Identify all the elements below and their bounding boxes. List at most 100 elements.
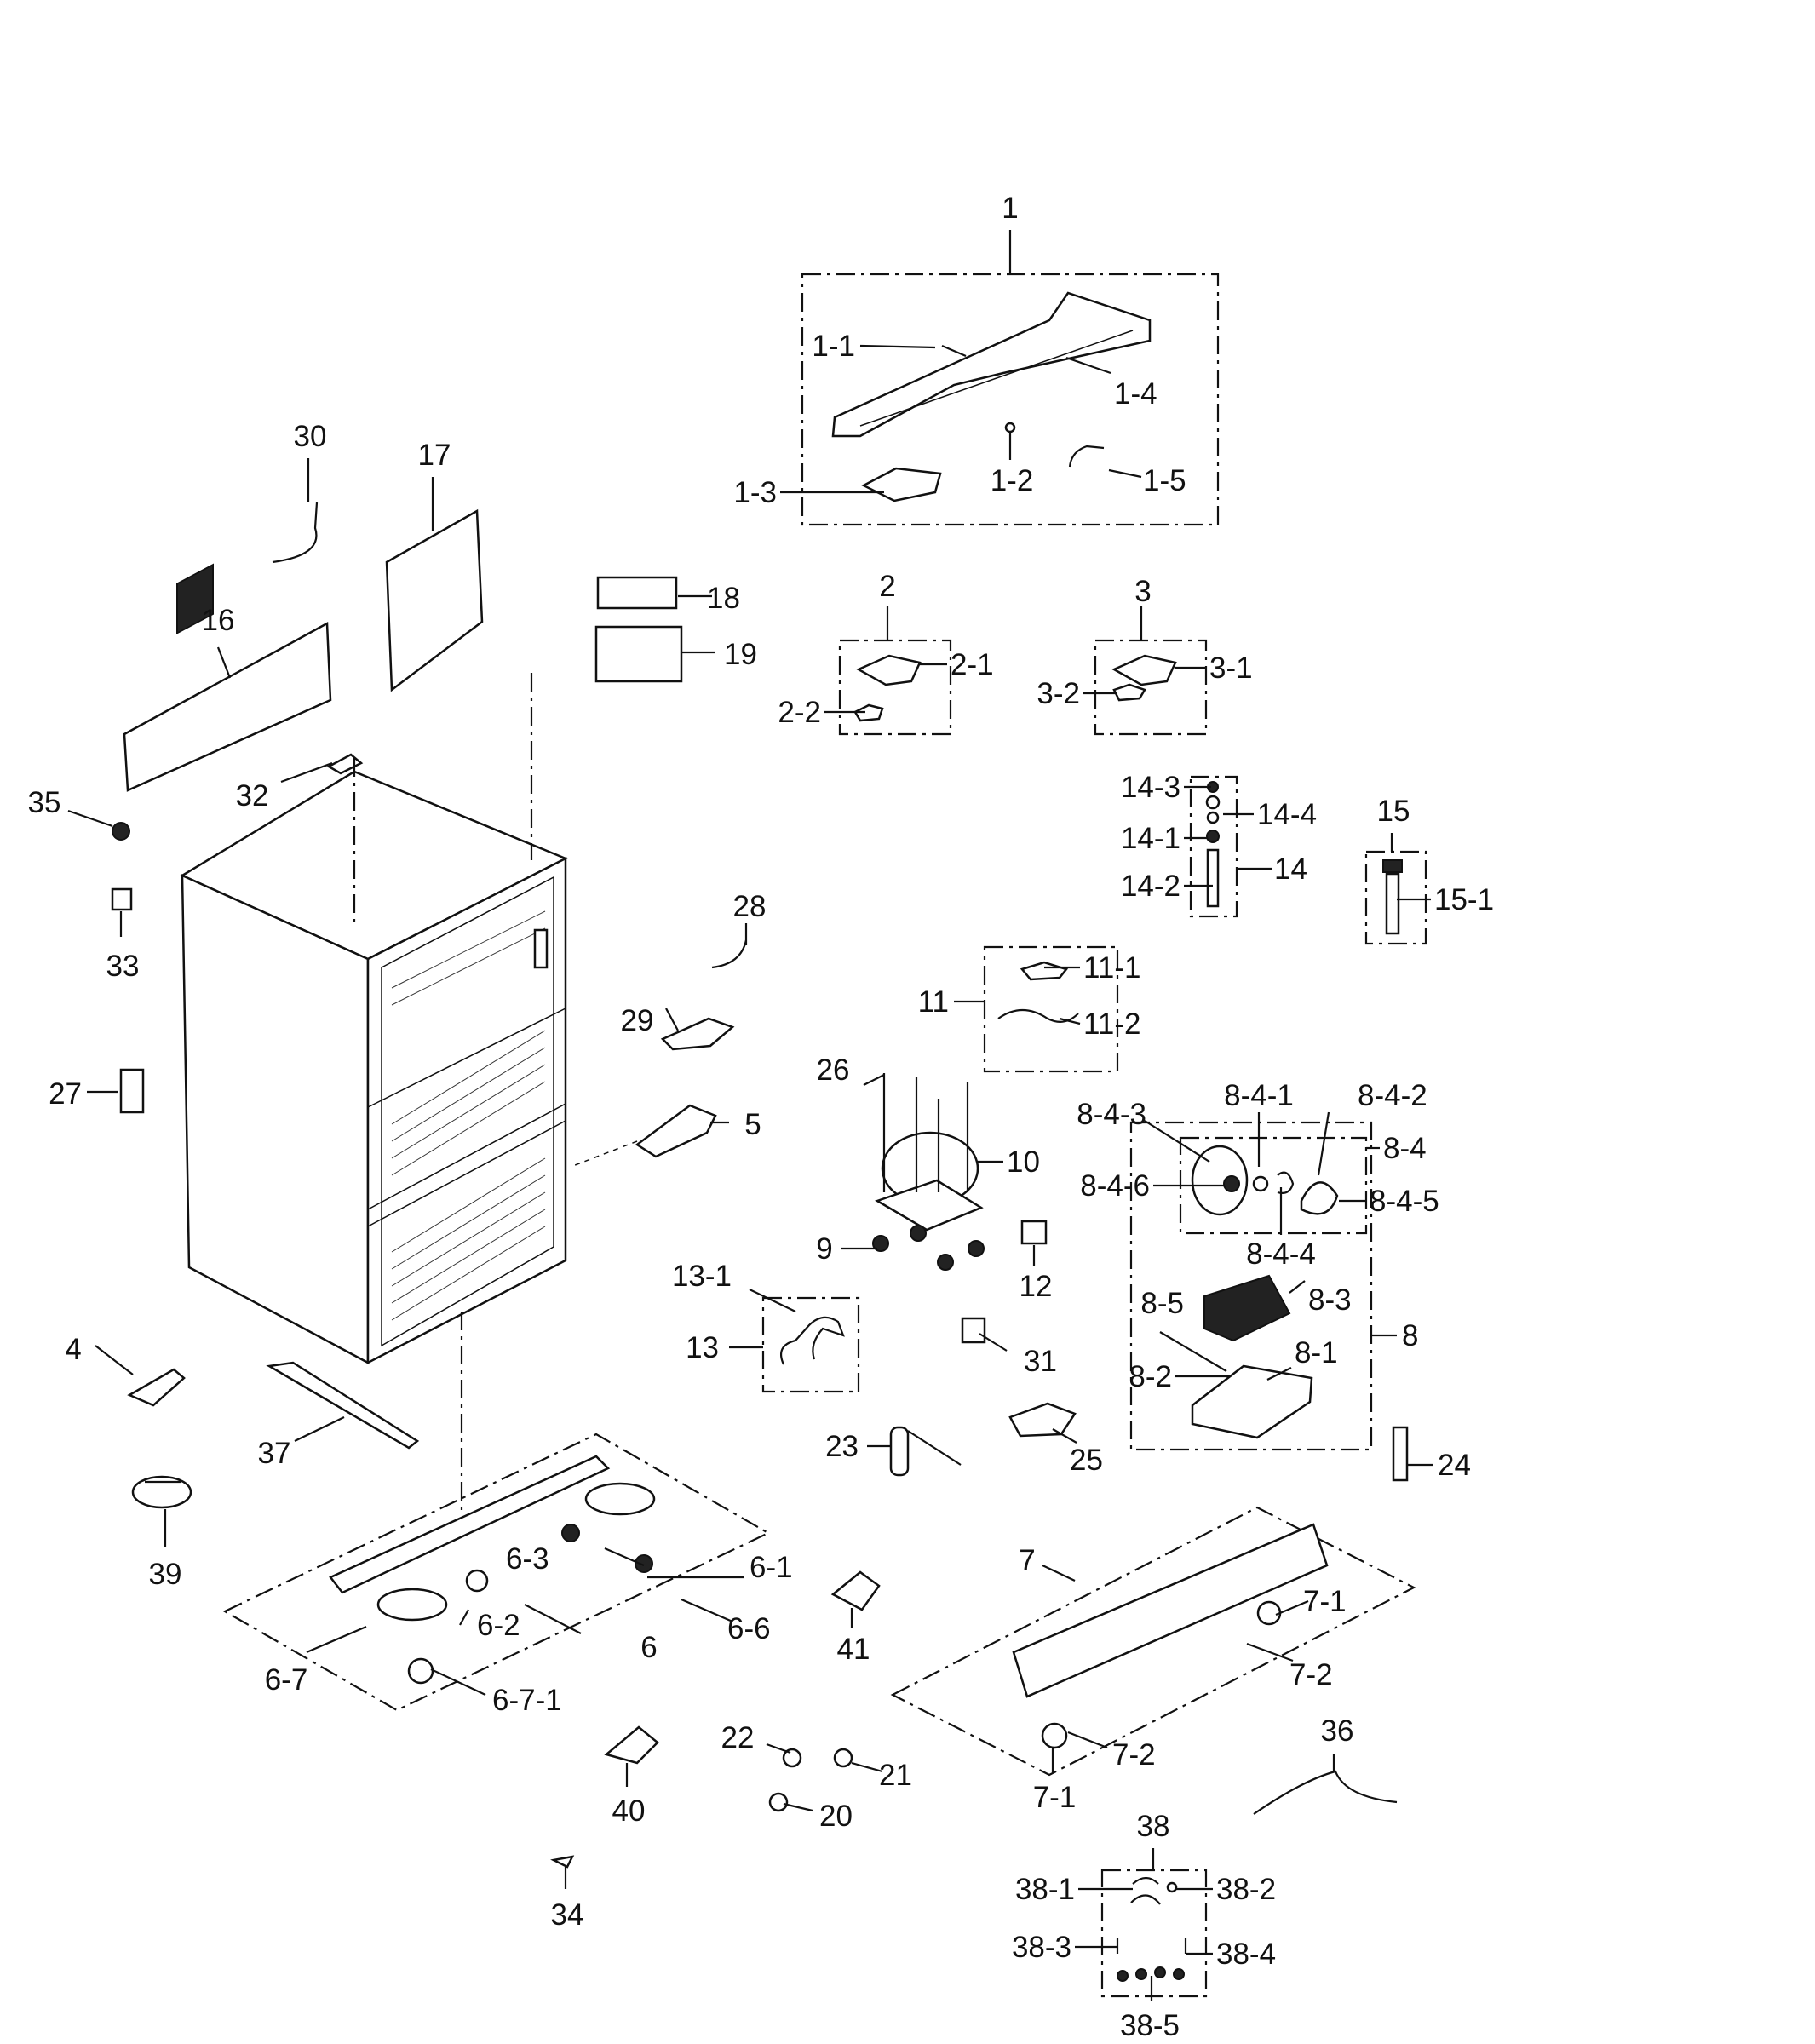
label-14-2: 14-2 [1121, 870, 1180, 903]
part-35-cap [112, 822, 130, 841]
label-14: 14 [1274, 853, 1307, 886]
label-8-5: 8-5 [1140, 1287, 1184, 1320]
label-6-2: 6-2 [477, 1609, 520, 1642]
label-28: 28 [733, 890, 767, 923]
label-6: 6 [640, 1631, 657, 1664]
label-14-3: 14-3 [1121, 771, 1180, 804]
label-1-1: 1-1 [812, 330, 855, 363]
label-8-3: 8-3 [1308, 1283, 1352, 1317]
part-23-filter [889, 1426, 962, 1477]
label-8-4-4: 8-4-4 [1246, 1237, 1316, 1271]
label-2-1: 2-1 [951, 648, 994, 681]
label-41: 41 [837, 1633, 870, 1666]
label-6-6: 6-6 [727, 1612, 771, 1645]
label-35: 35 [28, 786, 61, 819]
group-box-7 [890, 1506, 1416, 1777]
label-4: 4 [65, 1333, 81, 1366]
part-40-bracket [604, 1725, 659, 1765]
label-8-2: 8-2 [1129, 1360, 1172, 1393]
label-1-4: 1-4 [1114, 377, 1157, 411]
part-4-bracket [127, 1368, 186, 1407]
label-3-1: 3-1 [1209, 652, 1253, 685]
part-24-tube [1392, 1426, 1409, 1482]
part-13-drain-hose [780, 1316, 845, 1365]
group-box-3 [1094, 639, 1208, 736]
part-labels: 1 1-1 1-4 1-2 1-5 1-3 2 2-1 2-2 3 3-1 3-… [28, 192, 1495, 2042]
label-13: 13 [686, 1331, 719, 1364]
label-23: 23 [825, 1430, 859, 1463]
label-32: 32 [236, 779, 269, 812]
part-1-5-wire [1068, 445, 1105, 468]
label-10: 10 [1007, 1145, 1040, 1179]
label-11-2: 11-2 [1083, 1008, 1140, 1041]
label-21: 21 [879, 1759, 912, 1792]
label-26: 26 [817, 1054, 850, 1087]
label-2-2: 2-2 [778, 696, 821, 729]
part-2-2-hinge-small [853, 703, 884, 722]
label-8-1: 8-1 [1295, 1336, 1338, 1369]
label-22: 22 [721, 1721, 755, 1754]
label-1-3: 1-3 [733, 476, 777, 509]
part-27-bracket [119, 1068, 145, 1114]
part-16-back-cover [123, 563, 332, 792]
part-2-1-hinge [856, 654, 922, 686]
label-33: 33 [106, 950, 140, 983]
label-13-1: 13-1 [672, 1260, 732, 1293]
group-box-2 [838, 639, 952, 736]
label-38-2: 38-2 [1216, 1873, 1276, 1906]
label-5: 5 [744, 1108, 761, 1141]
part-10-compressor [872, 1073, 985, 1271]
part-8-1-tray [1191, 1364, 1313, 1439]
part-30-wire [272, 502, 319, 564]
leader-lines [67, 230, 1433, 2001]
label-38-4: 38-4 [1216, 1938, 1276, 1971]
part-20-bushing [768, 1792, 789, 1812]
label-39: 39 [149, 1558, 182, 1591]
label-15: 15 [1377, 795, 1410, 828]
label-7: 7 [1019, 1544, 1035, 1577]
label-1-5: 1-5 [1143, 464, 1186, 497]
label-1-2: 1-2 [991, 464, 1034, 497]
label-8-4-2: 8-4-2 [1358, 1079, 1427, 1112]
label-7-1-upper: 7-1 [1303, 1585, 1347, 1618]
label-38-1: 38-1 [1015, 1873, 1075, 1906]
part-33-bracket [111, 887, 133, 911]
label-11-1: 11-1 [1083, 951, 1140, 985]
label-8-4: 8-4 [1383, 1132, 1427, 1165]
part-19-main-board [594, 625, 683, 683]
part-21-bushing [833, 1748, 853, 1768]
part-1-2-clip [1004, 422, 1016, 433]
label-24: 24 [1438, 1449, 1471, 1482]
label-7-1-lower: 7-1 [1033, 1781, 1077, 1814]
part-32-hinge [326, 753, 364, 775]
label-27: 27 [49, 1077, 82, 1111]
label-9: 9 [816, 1232, 832, 1266]
part-29-bracket [660, 1017, 735, 1051]
label-29: 29 [621, 1004, 654, 1037]
part-5-hinge [635, 1104, 717, 1158]
label-31: 31 [1024, 1345, 1057, 1378]
label-6-1: 6-1 [750, 1551, 793, 1584]
group-box-13 [761, 1296, 860, 1393]
label-8-4-1: 8-4-1 [1224, 1079, 1294, 1112]
part-7-base-plate [1012, 1523, 1329, 1749]
label-1: 1 [1002, 192, 1018, 225]
part-1-1-screw [941, 344, 967, 358]
label-19: 19 [724, 638, 757, 671]
part-28-wire [711, 939, 748, 969]
label-8-4-6: 8-4-6 [1080, 1169, 1150, 1203]
label-12: 12 [1020, 1270, 1053, 1303]
part-34-clip [550, 1855, 575, 1869]
label-8: 8 [1402, 1319, 1418, 1352]
label-17: 17 [418, 439, 451, 472]
part-14-valve-stack [1205, 781, 1221, 908]
label-37: 37 [258, 1437, 291, 1470]
label-16: 16 [202, 604, 235, 637]
part-31-overload [961, 1317, 986, 1344]
label-20: 20 [819, 1800, 853, 1833]
part-1-3-plate [861, 467, 942, 502]
label-3-2: 3-2 [1037, 677, 1080, 710]
label-14-1: 14-1 [1121, 822, 1180, 855]
label-25: 25 [1070, 1444, 1103, 1477]
